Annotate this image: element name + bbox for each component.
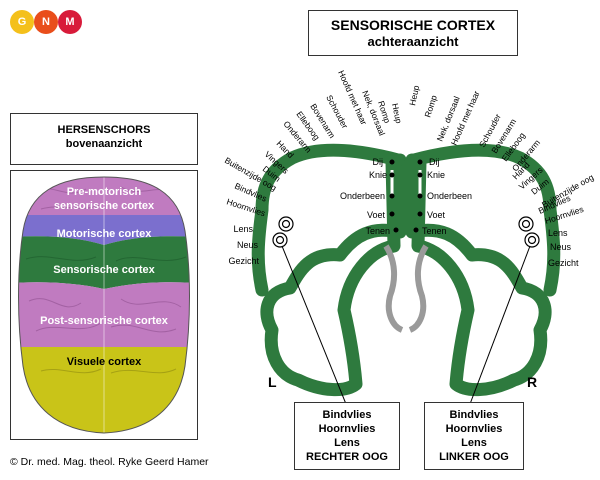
left-eye-box: Bindvlies Hoornvlies Lens LINKER OOG bbox=[424, 402, 524, 470]
label-postsensory: Post-sensorische cortex bbox=[40, 315, 168, 327]
left-hemisphere bbox=[251, 143, 407, 396]
medial-label-left: Knie bbox=[369, 170, 387, 180]
medial-label-left: Dij bbox=[373, 157, 384, 167]
right-hemisphere bbox=[405, 143, 561, 396]
eye-relay-markers bbox=[272, 216, 540, 248]
top-view-title: HERSENSCHORS bbox=[57, 124, 151, 136]
arc-label-right: Lens bbox=[548, 228, 568, 238]
top-view-brain-panel: Pre-motorisch sensorische cortex Motoris… bbox=[10, 170, 198, 440]
diagram-title-box: SENSORISCHE CORTEX achteraanzicht bbox=[308, 10, 518, 56]
medial-label-left: Onderbeen bbox=[340, 191, 385, 201]
eye-box-line: Hoornvlies bbox=[318, 423, 376, 435]
top-view-brain bbox=[18, 176, 190, 434]
side-letter-right: R bbox=[527, 374, 538, 390]
medial-label-left: Voet bbox=[367, 210, 386, 220]
eye-box-line: RECHTER OOG bbox=[306, 451, 388, 463]
eye-box-line: Hoornvlies bbox=[445, 423, 503, 435]
logo-letter-m: M bbox=[58, 10, 82, 34]
top-view-subtitle: bovenaanzicht bbox=[65, 138, 143, 150]
logo-letter-n: N bbox=[34, 10, 58, 34]
gnm-logo: G N M bbox=[10, 10, 84, 38]
label-motor: Motorische cortex bbox=[56, 228, 152, 240]
arc-label-left: Neus bbox=[237, 240, 259, 250]
eye-box-line: Lens bbox=[461, 437, 487, 449]
arc-label-left: Lens bbox=[233, 224, 253, 234]
medial-label-right: Dij bbox=[429, 157, 440, 167]
pointer-left-eye bbox=[469, 245, 531, 405]
medial-label-left: Tenen bbox=[365, 226, 390, 236]
medial-label-right: Knie bbox=[427, 170, 445, 180]
eye-box-line: LINKER OOG bbox=[439, 451, 509, 463]
logo-letter-g: G bbox=[10, 10, 34, 34]
arc-label-right: Neus bbox=[550, 242, 572, 252]
right-eye-box: Bindvlies Hoornvlies Lens RECHTER OOG bbox=[294, 402, 400, 470]
arc-label-left: Gezicht bbox=[228, 256, 259, 266]
arc-label-right: Heup bbox=[407, 84, 421, 106]
label-premotor: Pre-motorisch sensorische cortex bbox=[53, 186, 155, 212]
label-visual: Visuele cortex bbox=[66, 356, 142, 368]
arc-label-right: Romp bbox=[422, 94, 439, 119]
eye-box-line: Bindvlies bbox=[322, 409, 372, 421]
top-view-title-box: HERSENSCHORS bovenaanzicht bbox=[10, 113, 198, 165]
eye-box-line: Bindvlies bbox=[449, 409, 499, 421]
label-sensory: Sensorische cortex bbox=[53, 264, 155, 276]
medial-label-right: Tenen bbox=[422, 226, 447, 236]
pointer-right-eye bbox=[281, 245, 347, 405]
arc-label-left: Heup bbox=[390, 102, 404, 124]
eye-box-line: Lens bbox=[334, 437, 360, 449]
copyright-notice: © Dr. med. Mag. theol. Ryke Geerd Hamer bbox=[10, 456, 209, 468]
side-letter-left: L bbox=[268, 374, 277, 390]
diagram-title: SENSORISCHE CORTEX bbox=[330, 17, 496, 33]
diagram-subtitle: achteraanzicht bbox=[367, 34, 459, 49]
medial-label-right: Onderbeen bbox=[427, 191, 472, 201]
medial-label-right: Voet bbox=[427, 210, 446, 220]
arc-label-right: Gezicht bbox=[548, 258, 579, 268]
